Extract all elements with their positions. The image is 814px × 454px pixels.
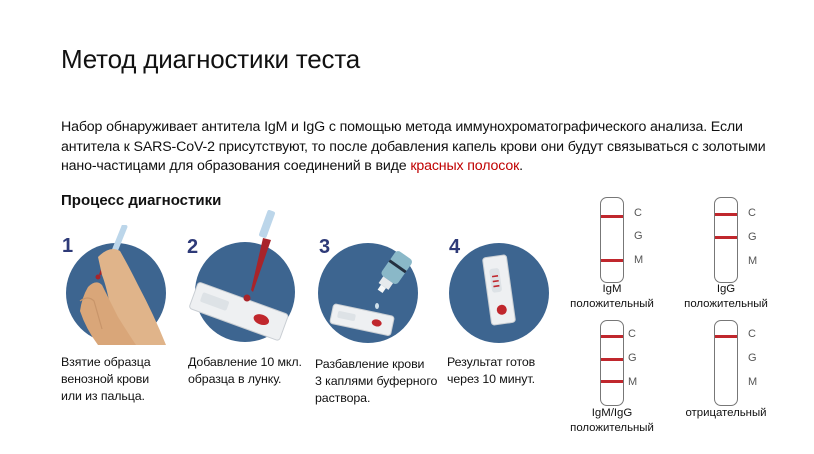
- result-status: положительный: [570, 298, 654, 310]
- band-c: [715, 335, 737, 338]
- step-4-number: 4: [449, 236, 461, 258]
- band-m: [601, 380, 623, 383]
- test-strip: [600, 320, 624, 406]
- page-title: Метод диагностики теста: [61, 44, 361, 74]
- test-strip: [714, 197, 738, 283]
- label-c: C: [748, 328, 756, 340]
- intro-text: Набор обнаруживает антитела IgM и IgG с …: [61, 119, 766, 174]
- label-m: M: [628, 376, 638, 388]
- step-1-number: 1: [62, 235, 74, 257]
- caption-line: Взятие образца: [61, 355, 151, 369]
- label-c: C: [634, 207, 642, 219]
- caption-line: раствора.: [315, 391, 371, 405]
- step-4-caption: Результат готов через 10 минут.: [447, 354, 535, 388]
- band-g: [601, 358, 623, 361]
- step-2-number: 2: [187, 236, 199, 258]
- test-strip: [714, 320, 738, 406]
- process-section-title: Процесс диагностики: [61, 192, 222, 209]
- result-status: отрицательный: [685, 407, 767, 419]
- step-4: 4: [443, 230, 563, 350]
- intro-end: .: [519, 158, 523, 174]
- band-m: [601, 259, 623, 262]
- band-c: [601, 215, 623, 218]
- caption-line: Результат готов: [447, 355, 536, 369]
- label-c: C: [748, 207, 756, 219]
- result-caption: отрицательный: [671, 406, 781, 421]
- caption-line: или из пальца.: [61, 389, 145, 403]
- test-cassette-result-icon: [482, 254, 516, 326]
- step-3: 3: [313, 230, 433, 350]
- result-name: IgG: [716, 283, 736, 295]
- label-g: G: [748, 352, 757, 364]
- result-status: положительный: [684, 298, 768, 310]
- result-caption: IgM положительный: [557, 282, 667, 312]
- step-3-number: 3: [319, 236, 331, 258]
- step-2: 2: [185, 210, 305, 350]
- result-caption: IgM/IgG положительный: [557, 406, 667, 436]
- caption-line: 3 каплями буферного: [315, 374, 438, 388]
- intro-paragraph: Набор обнаруживает антитела IgM и IgG с …: [61, 118, 781, 177]
- result-caption: IgG положительный: [671, 282, 781, 312]
- step-2-caption: Добавление 10 мкл. образца в лунку.: [188, 354, 302, 388]
- caption-line: Добавление 10 мкл.: [188, 355, 302, 369]
- label-g: G: [748, 231, 757, 243]
- step-1-caption: Взятие образца венозной крови или из пал…: [61, 354, 151, 405]
- result-status: положительный: [570, 422, 654, 434]
- band-g: [715, 236, 737, 239]
- label-c: C: [628, 328, 636, 340]
- label-m: M: [748, 376, 758, 388]
- band-c: [715, 213, 737, 216]
- hand-pipette-blood-sample-icon: [79, 225, 166, 345]
- result-name: IgM/IgG: [591, 407, 633, 419]
- step-1: 1: [58, 225, 178, 350]
- label-g: G: [628, 352, 637, 364]
- pipette-test-cassette-icon: [189, 210, 289, 341]
- caption-line: образца в лунку.: [188, 372, 282, 386]
- result-name: IgM: [602, 283, 622, 295]
- label-m: M: [634, 254, 644, 266]
- band-c: [601, 335, 623, 338]
- test-strip: [600, 197, 624, 283]
- label-g: G: [634, 230, 643, 242]
- buffer-bottle-cassette-icon: [329, 251, 412, 336]
- caption-line: венозной крови: [61, 372, 150, 386]
- label-m: M: [748, 255, 758, 267]
- step-3-caption: Разбавление крови 3 каплями буферного ра…: [315, 356, 437, 407]
- caption-line: через 10 минут.: [447, 372, 535, 386]
- intro-highlight-red-stripes: красных полосок: [410, 158, 520, 174]
- caption-line: Разбавление крови: [315, 357, 425, 371]
